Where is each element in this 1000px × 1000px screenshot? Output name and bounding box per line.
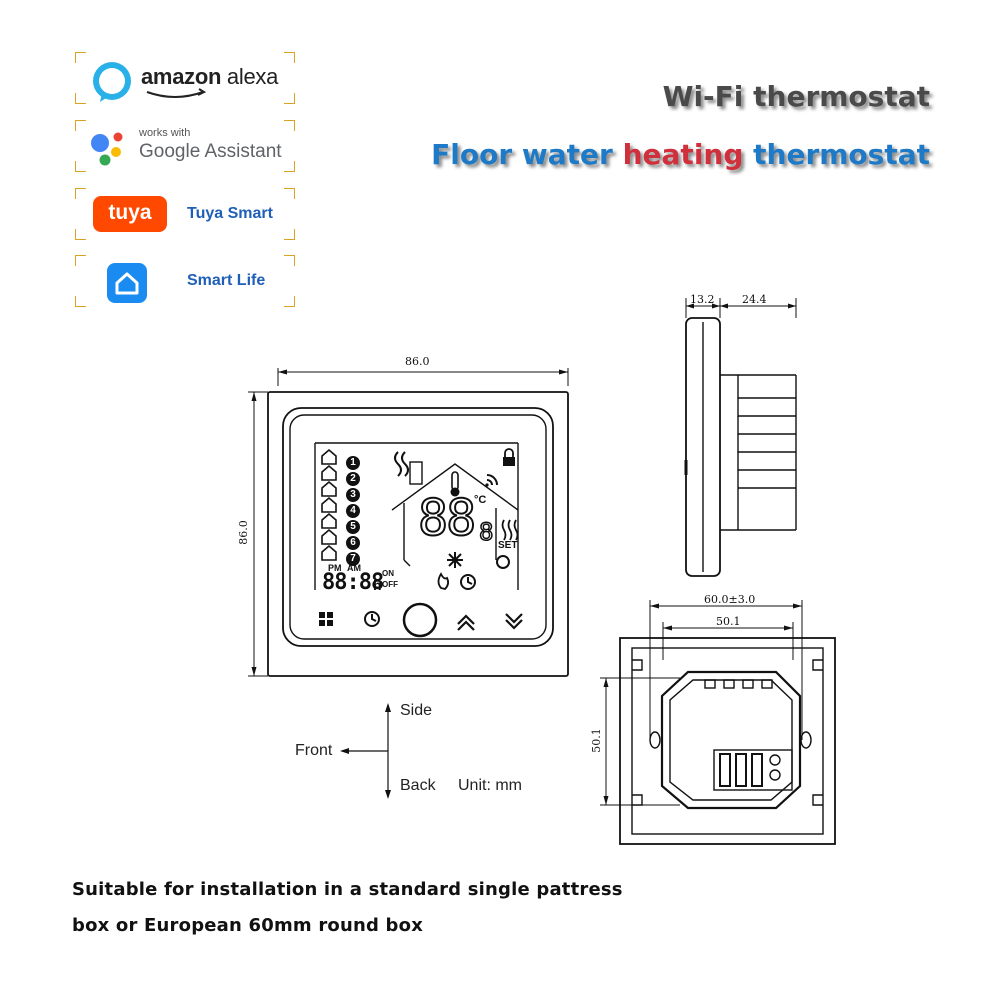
title-part-heating: heating: [622, 138, 744, 171]
eco-icon: [496, 555, 510, 569]
temperature-decimal: 8: [478, 517, 494, 547]
smart-life-badge: Smart Life: [75, 255, 295, 307]
thermometer-icon: [450, 471, 460, 497]
off-indicator: OFF: [382, 580, 398, 589]
title-part-3: thermostat: [743, 138, 930, 171]
alexa-ring-icon: [93, 62, 131, 102]
floor-heating-title: Floor water heating thermostat: [431, 138, 930, 171]
on-indicator: ON: [382, 569, 394, 578]
side-label: Side: [400, 702, 433, 719]
front-label: Front: [295, 742, 333, 759]
tuya-logo: tuya: [93, 196, 167, 232]
program-number: 1: [346, 452, 360, 470]
back-label: Back: [400, 777, 436, 794]
side-depth-b-dimension: 24.4: [742, 293, 767, 306]
program-house-icons: [321, 448, 337, 561]
footer-line-1: Suitable for installation in a standard …: [72, 879, 623, 900]
back-inner-dimension: 50.1: [716, 615, 741, 628]
temperature-readout: 88: [417, 488, 477, 548]
program-number: 6: [346, 532, 360, 550]
title-part-1: Floor water: [431, 138, 623, 171]
front-width-dimension: 86.0: [405, 355, 430, 368]
clock-icon: [460, 574, 476, 590]
celsius-unit: °C: [474, 494, 487, 506]
alexa-product: alexa: [226, 64, 279, 89]
fan-icon: [447, 552, 463, 568]
wifi-thermostat-title: Wi-Fi thermostat: [662, 80, 930, 113]
heat-waves-icon: [394, 451, 409, 477]
lock-icon: [503, 448, 515, 466]
power-button-icon[interactable]: [402, 602, 438, 638]
program-number: 7: [346, 548, 360, 566]
program-number: 5: [346, 516, 360, 534]
back-outer-dimension: 60.0±3.0: [704, 593, 756, 606]
footer-line-2: box or European 60mm round box: [72, 915, 424, 936]
set-indicator: SET: [498, 540, 518, 551]
flame-icon: [437, 572, 450, 590]
wifi-icon: [486, 474, 498, 486]
clock-readout: 88:88: [322, 570, 384, 595]
front-height-dimension: 86.0: [236, 520, 250, 545]
amazon-smile-icon: [146, 88, 207, 98]
floor-heat-icon: [501, 519, 519, 541]
am-indicator: AM: [347, 563, 361, 573]
pm-indicator: PM: [328, 563, 342, 573]
smart-life-house-icon: [107, 263, 147, 303]
tuya-badge: tuya Tuya Smart: [75, 188, 295, 240]
google-assistant-label: Google Assistant: [139, 141, 282, 162]
clock-button-icon[interactable]: [364, 611, 380, 627]
google-works-with: works with: [139, 127, 191, 139]
chevron-up-icon[interactable]: [457, 614, 475, 631]
side-depth-a-dimension: 13.2: [690, 293, 715, 306]
alexa-badge: amazon alexa: [75, 52, 295, 104]
program-number: 3: [346, 484, 360, 502]
unit-label: Unit: mm: [458, 777, 522, 794]
alexa-brand: amazon: [141, 64, 222, 89]
program-number: 2: [346, 468, 360, 486]
smart-life-label: Smart Life: [187, 272, 266, 289]
google-dots-icon: [91, 132, 123, 166]
chevron-down-icon[interactable]: [505, 613, 523, 630]
menu-grid-icon[interactable]: [319, 612, 333, 626]
program-number: 4: [346, 500, 360, 518]
tuya-smart-label: Tuya Smart: [187, 205, 273, 222]
back-height-dimension: 50.1: [589, 728, 603, 753]
google-assistant-badge: works with Google Assistant: [75, 120, 295, 172]
hour-unit: h: [373, 577, 382, 593]
